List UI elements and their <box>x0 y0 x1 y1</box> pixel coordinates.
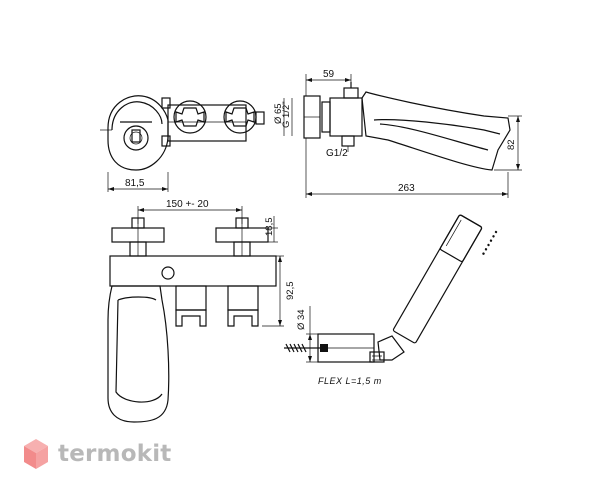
handshower-diameter-dimension: Ø 34 <box>296 309 307 330</box>
side-length-dimension: 263 <box>398 183 415 194</box>
top-width-dimension: 81,5 <box>125 178 145 189</box>
side-inlet-label: G1/2 <box>326 148 348 159</box>
brand-logo: termokit <box>22 432 171 476</box>
brand-name: termokit <box>58 441 172 467</box>
side-thread-label: G 1/2" <box>281 101 292 128</box>
front-nut-dimension: 18,5 <box>264 218 275 237</box>
front-height-dimension: 92,5 <box>285 282 296 301</box>
hose-length-label: FLEX L=1,5 m <box>318 376 382 386</box>
handshower-view: Ø 34 FLEX L=1,5 m <box>284 214 498 386</box>
front-spacing-dimension: 150 +- 20 <box>166 199 209 210</box>
side-offset-dimension: 59 <box>323 69 335 80</box>
side-view: 59 G 1/2" Ø 65 G1/2 82 263 <box>273 69 522 198</box>
side-height-dimension: 82 <box>506 139 517 150</box>
front-view: 150 +- 20 18,5 92,5 <box>107 199 296 423</box>
cube-icon <box>24 439 48 469</box>
top-view: 81,5 <box>100 95 265 192</box>
side-diameter-label: Ø 65 <box>273 103 284 124</box>
